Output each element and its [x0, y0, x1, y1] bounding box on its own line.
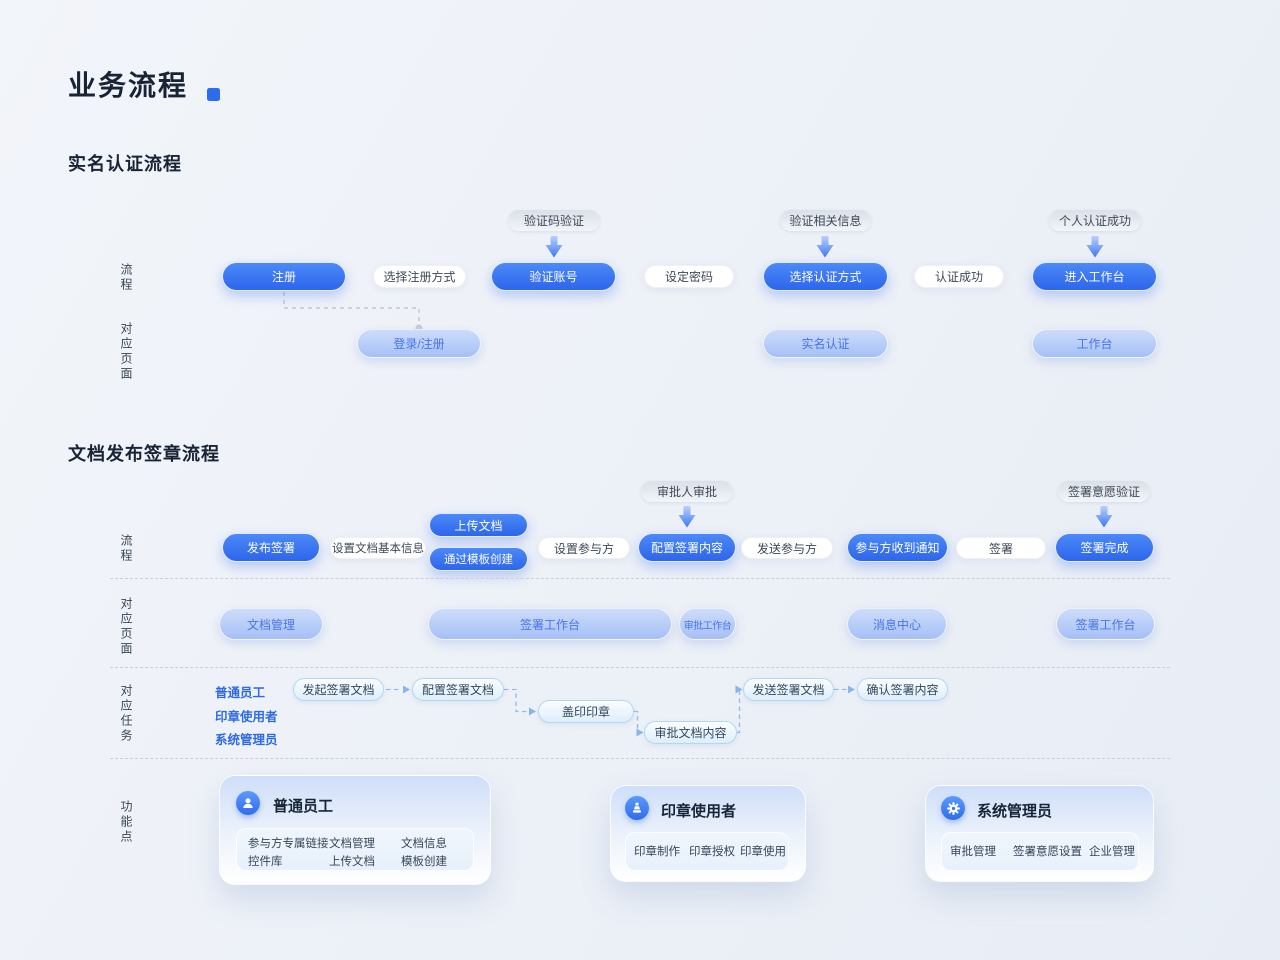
row-label-tasks: 对应任务	[119, 684, 133, 744]
flow-step-participant-notified: 参与方收到通知	[847, 533, 948, 562]
page-pill-login-register: 登录/注册	[357, 329, 481, 358]
feature-item: 模板创建	[401, 856, 447, 868]
feature-item: 印章授权	[689, 846, 735, 858]
section-heading-auth: 实名认证流程	[68, 154, 182, 174]
page-pill-message-center: 消息中心	[847, 608, 947, 640]
flow-step-upload-doc: 上传文档	[429, 513, 528, 537]
task-pill-confirm-sign-content: 确认签署内容	[857, 678, 948, 701]
feature-item: 审批管理	[950, 846, 996, 858]
row-label-flow-2: 流程	[119, 534, 133, 564]
title-accent-square	[207, 88, 220, 101]
user-icon	[236, 791, 260, 815]
task-pill-config-sign-doc: 配置签署文档	[412, 678, 504, 701]
note-pill-verify-info: 验证相关信息	[780, 210, 871, 231]
page-pill-sign-workbench: 签署工作台	[428, 608, 672, 640]
feature-item: 参与方专属链接	[248, 838, 329, 850]
card-feature-box	[941, 832, 1139, 871]
card-feature-box	[236, 828, 474, 871]
task-pill-initiate-sign-doc: 发起签署文档	[293, 678, 384, 701]
note-pill-approver-approve: 审批人审批	[641, 481, 733, 502]
row-label-pages-2: 对应页面	[119, 597, 133, 657]
note-pill-captcha: 验证码验证	[508, 210, 600, 231]
row-label-features: 功能点	[119, 800, 133, 845]
feature-item: 企业管理	[1089, 846, 1135, 858]
row-separator-1	[110, 578, 1170, 579]
card-title: 普通员工	[273, 798, 334, 815]
page-pill-sign-workbench-2: 签署工作台	[1056, 608, 1155, 640]
flow-step-config-sign-content: 配置签署内容	[638, 533, 736, 562]
flow-step-sign-complete: 签署完成	[1055, 533, 1154, 562]
feature-item: 印章制作	[634, 846, 680, 858]
section-heading-sign: 文档发布签章流程	[68, 444, 220, 464]
page-pill-workbench: 工作台	[1032, 329, 1157, 358]
flow-step-choose-auth-mode: 选择认证方式	[763, 262, 888, 291]
flow-step-set-doc-info: 设置文档基本信息	[330, 537, 426, 559]
row-label-flow: 流程	[119, 263, 133, 293]
flow-step-auth-success: 认证成功	[914, 265, 1004, 288]
card-feature-box	[625, 832, 789, 871]
flow-step-send-participants: 发送参与方	[741, 537, 833, 559]
page-pill-doc-manage: 文档管理	[219, 608, 323, 640]
flow-step-verify-account: 验证账号	[491, 262, 616, 291]
row-label-pages: 对应页面	[119, 322, 133, 382]
register-to-login-connector	[283, 292, 423, 332]
card-title: 系统管理员	[977, 803, 1053, 820]
page-title: 业务流程	[68, 70, 189, 101]
flow-step-choose-register-mode: 选择注册方式	[373, 265, 466, 288]
feature-item: 印章使用	[740, 846, 786, 858]
seal-icon	[625, 796, 649, 820]
note-pill-personal-auth-ok: 个人认证成功	[1049, 210, 1141, 231]
role-label-normal-employee: 普通员工	[215, 686, 266, 700]
flow-step-publish-sign: 发布签署	[222, 533, 320, 562]
feature-item: 控件库	[248, 856, 283, 868]
feature-item: 文档信息	[401, 838, 447, 850]
flow-step-sign: 签署	[956, 537, 1046, 559]
flow-step-set-password: 设定密码	[644, 265, 734, 288]
page-pill-realname-auth: 实名认证	[763, 329, 888, 358]
page-pill-approve-workbench: 审批工作台	[679, 608, 736, 640]
row-separator-3	[110, 758, 1170, 759]
flow-step-create-by-template: 通过模板创建	[429, 547, 528, 571]
task-pill-approve-doc-content: 审批文档内容	[644, 721, 737, 744]
gear-icon	[941, 796, 965, 820]
card-title: 印章使用者	[661, 803, 737, 820]
task-pill-send-sign-doc: 发送签署文档	[743, 678, 834, 701]
flow-step-enter-workbench: 进入工作台	[1032, 262, 1157, 291]
feature-item: 签署意愿设置	[1013, 846, 1082, 858]
flow-step-set-participants: 设置参与方	[538, 537, 630, 559]
note-pill-sign-will-verify: 签署意愿验证	[1058, 481, 1150, 502]
role-label-seal-user: 印章使用者	[215, 710, 278, 724]
task-pill-stamp-seal: 盖印印章	[538, 700, 634, 723]
role-label-sys-admin: 系统管理员	[215, 733, 278, 747]
feature-item: 文档管理	[329, 838, 375, 850]
feature-item: 上传文档	[329, 856, 375, 868]
flow-step-register: 注册	[222, 262, 346, 291]
row-separator-2	[110, 667, 1170, 668]
